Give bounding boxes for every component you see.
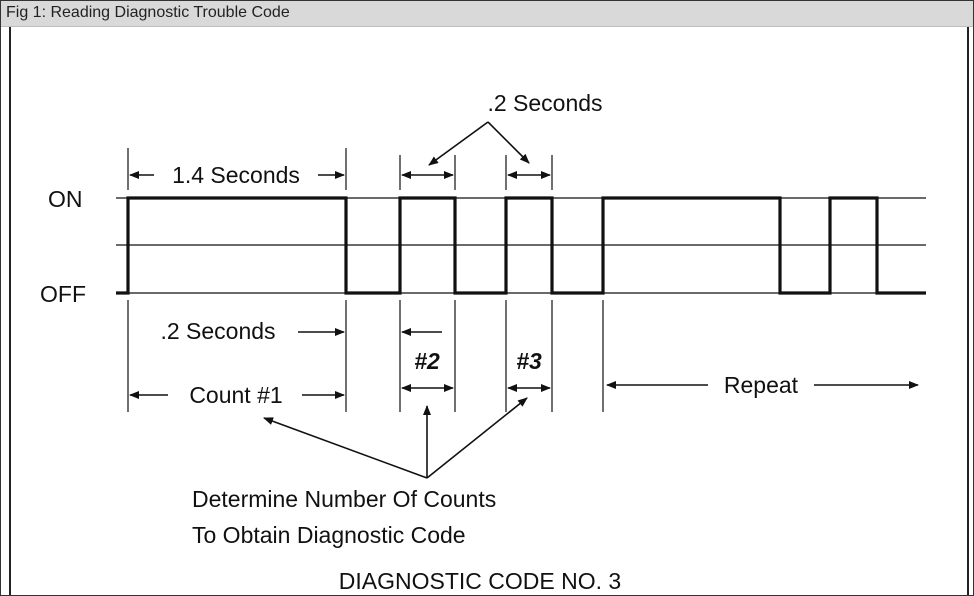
count-dimensions: [129, 381, 919, 399]
timing-guides: [127, 148, 604, 412]
diagram-title: DIAGNOSTIC CODE NO. 3: [339, 568, 621, 594]
note-line-2: To Obtain Diagnostic Code: [192, 522, 466, 548]
count-1-label: Count #1: [189, 382, 282, 408]
off-label: OFF: [40, 281, 86, 307]
gap-label: .2 Seconds: [160, 318, 275, 344]
note-pointers: [263, 397, 528, 479]
figure-caption: Fig 1: Reading Diagnostic Trouble Code: [6, 4, 290, 21]
short-pulse-dimensions: [401, 121, 551, 179]
reference-lines: [116, 197, 926, 294]
on-label: ON: [48, 186, 83, 212]
short-pulse-label: .2 Seconds: [487, 90, 602, 116]
figure-header: Fig 1: Reading Diagnostic Trouble Code: [1, 1, 973, 27]
count-2-label: #2: [414, 348, 440, 374]
count-3-label: #3: [516, 348, 542, 374]
figure-panel: [9, 27, 969, 595]
note-line-1: Determine Number Of Counts: [192, 486, 496, 512]
signal-waveform: [116, 196, 926, 295]
repeat-label: Repeat: [724, 372, 799, 398]
long-pulse-label: 1.4 Seconds: [172, 162, 300, 188]
